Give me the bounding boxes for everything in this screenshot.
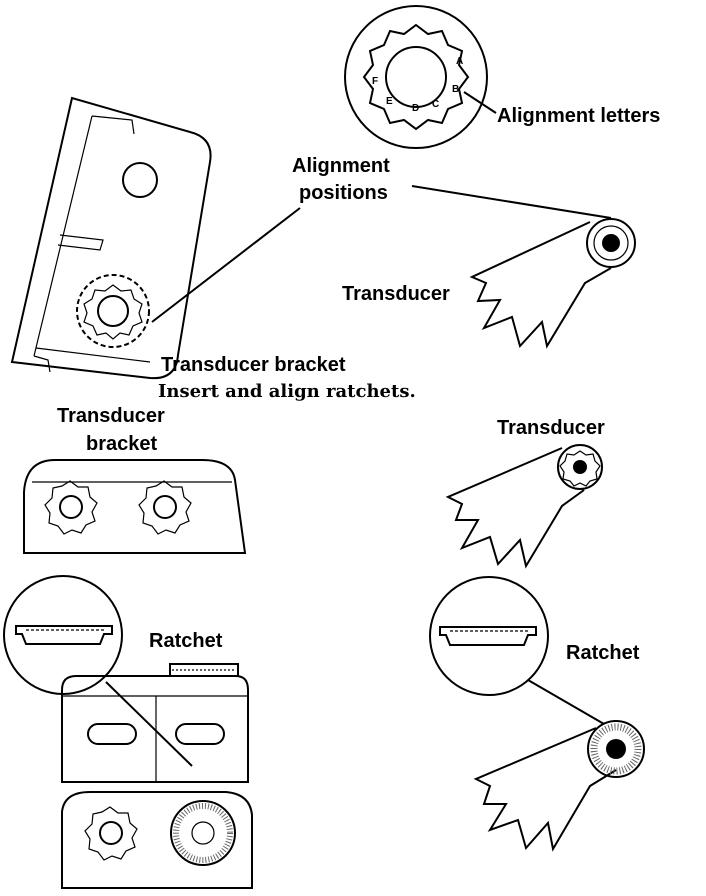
transducer-right-pivot-ratchet [559,450,601,487]
transducer-top-pivot-dot [602,234,620,252]
bracket-slot [57,234,104,251]
bracket-slot-right [175,723,225,745]
bracket-front-ratchet-right-hole [153,495,177,519]
bracket-front-installed [61,791,253,889]
label-bracket-left-line2: bracket [86,433,157,455]
transducer-top [469,218,636,349]
label-alignment-positions-line1: Alignment [292,155,390,177]
transducer-top-pivot [586,218,636,268]
ratchet-right-detail [429,576,605,725]
transducer-top-pivot-inner [593,225,629,261]
dial-outer-circle [344,5,488,149]
ratchet-left-profile [15,625,113,645]
bracket-ratchet-hole [97,295,129,327]
dial-center-hole [385,46,447,108]
alignment-letters-leader [463,91,497,114]
transducer-top-body [469,221,612,349]
dial-letter-b: B [452,84,459,95]
transducer-lower-right [445,444,603,569]
label-alignment-letters: Alignment letters [497,105,660,127]
label-bracket-left-line1: Transducer [57,405,165,427]
bracket-hole [122,162,158,198]
dial-letter-d: D [412,103,419,114]
bracket-inner-edge [33,115,135,373]
bracket-installed-outline [61,791,253,889]
transducer-bottom-body [473,727,617,852]
label-transducer-bracket-top: Transducer bracket [161,354,346,376]
bracket-ratchet-dashed [76,274,150,348]
bracket-installed-ratchet-right [170,800,236,866]
bracket-outline [10,96,212,380]
bracket-installed-ratchet-left [84,806,138,861]
alignment-positions-leader-2 [411,185,612,219]
transducer-bottom [473,720,645,852]
label-transducer-right: Transducer [497,417,605,439]
ratchet-left-detail [3,575,193,767]
dial-letter-a: A [456,56,463,67]
label-alignment-positions-line2: positions [299,182,388,204]
bracket-slot-left [87,723,137,745]
label-ratchet-right: Ratchet [566,642,640,664]
transducer-bottom-pivot [587,720,645,778]
bracket-installed-ratchet-right-hole [191,821,215,845]
bracket-base-line [35,347,151,363]
label-ratchet-left: Ratchet [149,630,223,652]
transducer-bottom-pivot-teeth [590,723,642,775]
transducer-right-pivot [557,444,603,490]
bracket-front-ratchet-left [44,480,98,535]
ratchet-right-profile [439,626,537,646]
bracket-top-view [61,663,249,783]
bracket-front-ratchet-right [138,480,192,535]
label-transducer-top: Transducer [342,283,450,305]
ratchet-right-leader [527,679,605,725]
bracket-installed-ratchet-left-hole [99,821,123,845]
caption-insert-align: Insert and align ratchets. [158,381,416,402]
transducer-bracket-side-view [10,96,301,380]
bracket-installed-ratchet-right-teeth [173,803,233,863]
bracket-ratchet-star [83,284,143,340]
dial-letter-e: E [386,96,393,107]
bracket-front-ratchet-left-hole [59,495,83,519]
dial-letter-f: F [372,76,378,87]
alignment-dial: A B C D E F [344,5,497,149]
alignment-positions-leader-1 [151,207,301,323]
dial-star-ratchet [362,23,470,131]
ratchet-right-magnifier [429,576,549,696]
dial-letter-c: C [432,99,439,110]
transducer-right-body [445,447,585,569]
bracket-front-outline [23,459,247,554]
transducer-bottom-pivot-dot [606,739,626,759]
bracket-front-view [23,459,247,554]
transducer-right-pivot-dot [573,460,587,474]
